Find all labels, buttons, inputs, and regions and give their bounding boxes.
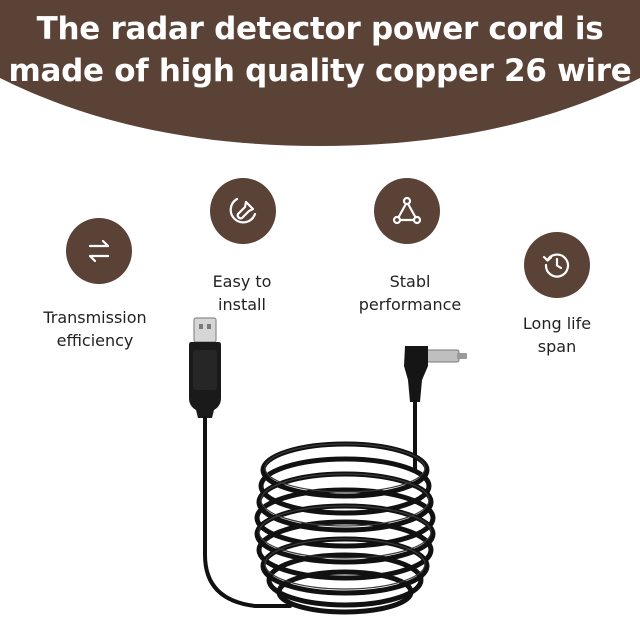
feature-label-install-line-2: install [218, 295, 266, 314]
feature-label-stable: Stabl performance [340, 270, 480, 316]
headline-line-2: made of high quality copper 26 wire [8, 53, 632, 89]
feature-label-install: Easy to install [182, 270, 302, 316]
cable-coil-highlights [258, 443, 432, 590]
barrel-plug-connector [404, 346, 467, 402]
clock-history-icon [542, 253, 570, 278]
usb-connector [189, 317, 221, 418]
headline-line-1: The radar detector power cord is [36, 11, 604, 47]
cable-coil [254, 441, 436, 615]
wrench-icon [229, 197, 257, 224]
usb-cable-lead [203, 416, 292, 608]
feature-label-stable-line-1: Stabl [389, 272, 431, 291]
feature-label-life-line-1: Long life [522, 314, 592, 333]
feature-label-transmission: Transmission efficiency [20, 306, 170, 352]
feature-label-transmission-line-1: Transmission [43, 308, 147, 327]
headline-banner [0, 0, 640, 146]
swap-arrows-icon [88, 239, 110, 263]
triangle-nodes-icon [392, 196, 422, 225]
feature-label-stable-line-2: performance [358, 295, 462, 314]
feature-label-life: Long life span [494, 312, 620, 358]
feature-icon-stable [374, 178, 440, 244]
feature-icon-transmission [66, 218, 132, 284]
feature-icon-life [524, 232, 590, 298]
feature-label-life-line-2: span [537, 337, 577, 356]
feature-label-transmission-line-2: efficiency [56, 331, 134, 350]
headline: The radar detector power cord is made of… [0, 8, 640, 92]
feature-label-install-line-1: Easy to [212, 272, 272, 291]
feature-icon-install [210, 178, 276, 244]
